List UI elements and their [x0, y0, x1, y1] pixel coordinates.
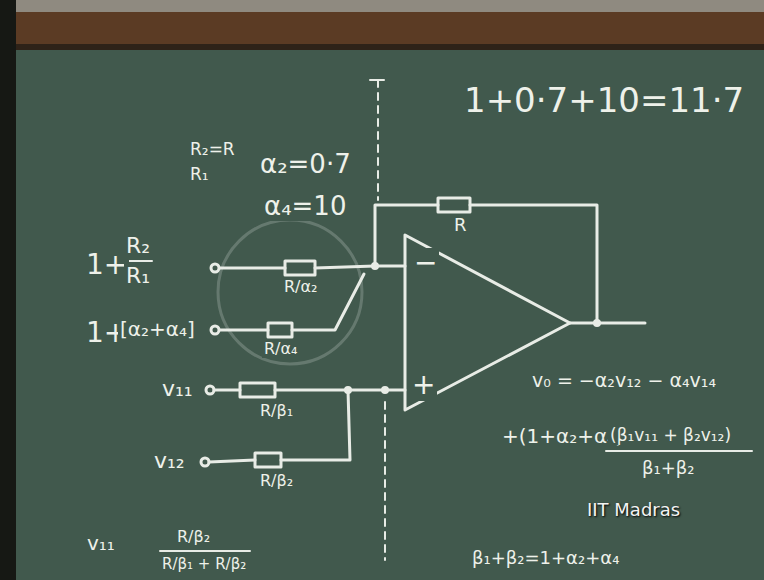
wall-strip: [0, 0, 764, 12]
dashed-line: [377, 80, 379, 200]
frame-shadow: [0, 44, 764, 50]
junction-dot: [371, 262, 379, 270]
pin-sign: +: [410, 370, 437, 401]
resistor-symbol: [438, 198, 470, 212]
resistor-label: R/β₁: [258, 402, 295, 420]
wire: [570, 322, 645, 325]
fraction-bar: [160, 550, 250, 552]
junction-dot: [593, 319, 601, 327]
fraction-term: R/β₁ + R/β₂: [160, 556, 248, 573]
wire: [315, 266, 405, 268]
equation: 1+0·7+10=11·7: [462, 82, 746, 119]
parameter: α₂=0·7: [258, 150, 353, 179]
wire: [470, 205, 597, 323]
fraction-term: R₁: [124, 264, 152, 288]
parameter: α₄=10: [262, 192, 348, 221]
terminal: [211, 264, 219, 272]
wood-frame: [0, 12, 764, 48]
fraction-term: R₂: [124, 234, 152, 258]
wire: [281, 390, 350, 460]
junction-dot: [381, 386, 389, 394]
signal-name: v₁₂: [152, 449, 187, 473]
resistor-symbol: [255, 453, 281, 467]
terminal: [201, 458, 209, 466]
resistor-label: R/α₂: [282, 278, 319, 296]
signal-name: v₁₁: [160, 377, 195, 401]
resistor-label: R/β₂: [258, 472, 295, 490]
resistor-label: R: [452, 215, 469, 235]
dashed-line: [384, 402, 386, 560]
wire: [220, 329, 268, 332]
wire: [209, 460, 255, 462]
fraction-bar: [606, 450, 752, 452]
note: R₂=R: [188, 140, 237, 159]
resistor-symbol: [240, 383, 275, 397]
resistor-symbol: [285, 261, 315, 275]
terminal: [211, 326, 219, 334]
resistor-symbol: [268, 323, 292, 337]
wire: [214, 389, 240, 392]
dashed-line: [370, 79, 384, 81]
signal-name: v₁₁: [85, 532, 117, 554]
resistor-label: R/α₄: [262, 340, 299, 358]
fraction-term: R/β₂: [175, 528, 212, 546]
note: R₁: [188, 165, 211, 184]
terminal: [206, 386, 214, 394]
equation: (β₁v₁₁ + β₂v₁₂): [608, 426, 733, 445]
pin-sign: −: [412, 248, 439, 279]
equation: β₁+β₂: [640, 458, 697, 478]
junction-dot: [344, 386, 352, 394]
watermark: IIT Madras: [585, 500, 682, 520]
wire: [220, 267, 285, 270]
gain-term: [α₂+α₄]: [118, 318, 197, 340]
equation: v₀ = −α₂v₁₂ − α₄v₁₄: [530, 370, 718, 391]
equation: +(1+α₂+α₄): [500, 425, 625, 447]
equation: β₁+β₂=1+α₂+α₄: [470, 548, 621, 568]
left-edge: [0, 0, 16, 580]
faint-circle: [218, 220, 362, 364]
gain-term: 1+: [84, 250, 129, 281]
